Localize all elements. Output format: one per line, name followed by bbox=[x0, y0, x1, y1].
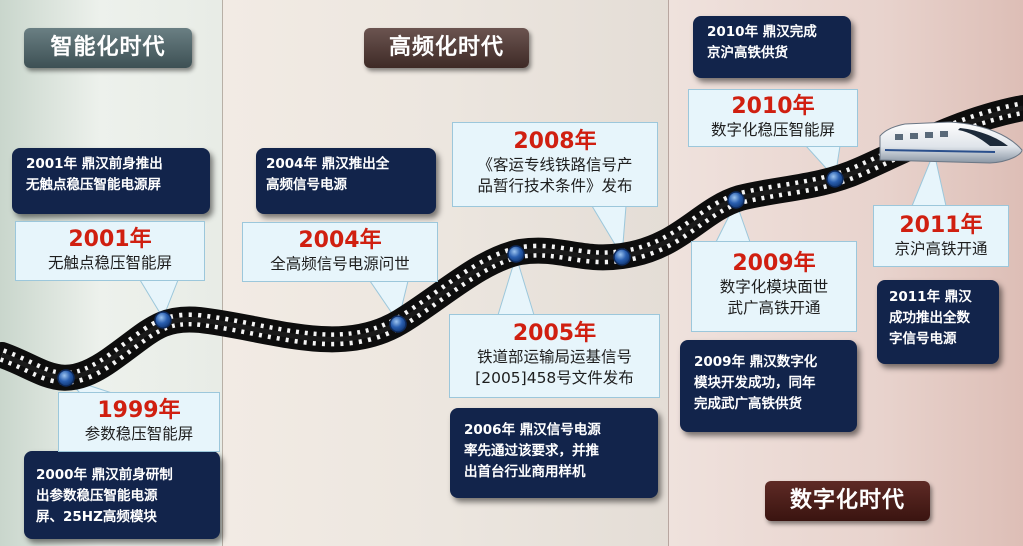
note-line: 模块开发成功，同年 bbox=[694, 375, 816, 391]
note-2009: 2009年 鼎汉数字化 模块开发成功，同年 完成武广高铁供货 bbox=[680, 340, 857, 432]
callout-year: 1999年 bbox=[97, 398, 181, 423]
note-2006: 2006年 鼎汉信号电源 率先通过该要求，并推 出首台行业商用样机 bbox=[450, 408, 658, 498]
callout-year: 2008年 bbox=[513, 129, 597, 154]
note-line: 字信号电源 bbox=[889, 331, 957, 347]
node-1999 bbox=[57, 369, 75, 387]
callout-2008: 2008年 《客运专线铁路信号产 品暂行技术条件》发布 bbox=[452, 122, 658, 207]
callout-year: 2009年 bbox=[732, 251, 816, 276]
node-2008 bbox=[613, 248, 631, 266]
callout-desc: 品暂行技术条件》发布 bbox=[477, 177, 633, 195]
high-speed-train-icon bbox=[879, 121, 1023, 164]
era-label-digital: 数字化时代 bbox=[765, 481, 930, 521]
note-line: 出首台行业商用样机 bbox=[464, 464, 586, 480]
callout-year: 2004年 bbox=[298, 228, 382, 253]
callout-year: 2011年 bbox=[899, 213, 983, 238]
callout-2001: 2001年 无触点稳压智能屏 bbox=[15, 221, 205, 281]
node-2004 bbox=[389, 315, 407, 333]
note-2004: 2004年 鼎汉推出全 高频信号电源 bbox=[256, 148, 436, 214]
callout-2009: 2009年 数字化模块面世 武广高铁开通 bbox=[691, 241, 857, 332]
callout-2010: 2010年 数字化稳压智能屏 bbox=[688, 89, 858, 147]
note-line: 屏、25HZ高频模块 bbox=[36, 509, 157, 525]
note-line: 京沪高铁供货 bbox=[707, 45, 788, 61]
era-label-high-frequency: 高频化时代 bbox=[364, 28, 529, 68]
callout-desc: 全高频信号电源问世 bbox=[270, 255, 410, 273]
note-line: 无触点稳压智能电源屏 bbox=[26, 177, 161, 193]
note-2011: 2011年 鼎汉 成功推出全数 字信号电源 bbox=[877, 280, 999, 364]
note-line: 2010年 鼎汉完成 bbox=[707, 24, 817, 40]
callout-1999: 1999年 参数稳压智能屏 bbox=[58, 392, 220, 452]
note-line: 成功推出全数 bbox=[889, 310, 970, 326]
callout-2005: 2005年 铁道部运输局运基信号 [2005]458号文件发布 bbox=[449, 314, 660, 398]
note-line: 2006年 鼎汉信号电源 bbox=[464, 422, 601, 438]
callout-desc: 无触点稳压智能屏 bbox=[47, 254, 172, 272]
note-line: 2004年 鼎汉推出全 bbox=[266, 156, 390, 172]
note-line: 出参数稳压智能电源 bbox=[36, 488, 158, 504]
note-2010: 2010年 鼎汉完成 京沪高铁供货 bbox=[693, 16, 851, 78]
note-line: 2009年 鼎汉数字化 bbox=[694, 354, 818, 370]
callout-desc: 京沪高铁开通 bbox=[894, 240, 988, 258]
callout-desc: 数字化稳压智能屏 bbox=[710, 121, 835, 139]
era-label-smart: 智能化时代 bbox=[24, 28, 192, 68]
node-2005 bbox=[507, 245, 525, 263]
node-2001 bbox=[154, 311, 172, 329]
callout-desc: 《客运专线铁路信号产 bbox=[477, 156, 633, 174]
callout-desc: 参数稳压智能屏 bbox=[84, 425, 194, 443]
note-2000: 2000年 鼎汉前身研制 出参数稳压智能电源 屏、25HZ高频模块 bbox=[24, 451, 220, 539]
note-line: 2000年 鼎汉前身研制 bbox=[36, 467, 173, 483]
node-2010 bbox=[826, 170, 844, 188]
note-line: 率先通过该要求，并推 bbox=[464, 443, 599, 459]
note-line: 2001年 鼎汉前身推出 bbox=[26, 156, 163, 172]
callout-year: 2010年 bbox=[731, 94, 815, 119]
milestone-nodes bbox=[57, 170, 844, 387]
callout-desc: 铁道部运输局运基信号 bbox=[476, 348, 632, 366]
note-line: 完成武广高铁供货 bbox=[694, 396, 802, 412]
callout-2004: 2004年 全高频信号电源问世 bbox=[242, 222, 438, 282]
note-line: 2011年 鼎汉 bbox=[889, 289, 972, 305]
callout-year: 2001年 bbox=[68, 227, 152, 252]
callout-desc: 武广高铁开通 bbox=[727, 299, 821, 317]
callout-desc: [2005]458号文件发布 bbox=[475, 369, 634, 387]
node-2009 bbox=[727, 191, 745, 209]
callout-desc: 数字化模块面世 bbox=[719, 278, 829, 296]
note-line: 高频信号电源 bbox=[266, 177, 347, 193]
callout-year: 2005年 bbox=[512, 321, 597, 346]
note-2001: 2001年 鼎汉前身推出 无触点稳压智能电源屏 bbox=[12, 148, 210, 214]
callout-2011: 2011年 京沪高铁开通 bbox=[873, 205, 1009, 267]
